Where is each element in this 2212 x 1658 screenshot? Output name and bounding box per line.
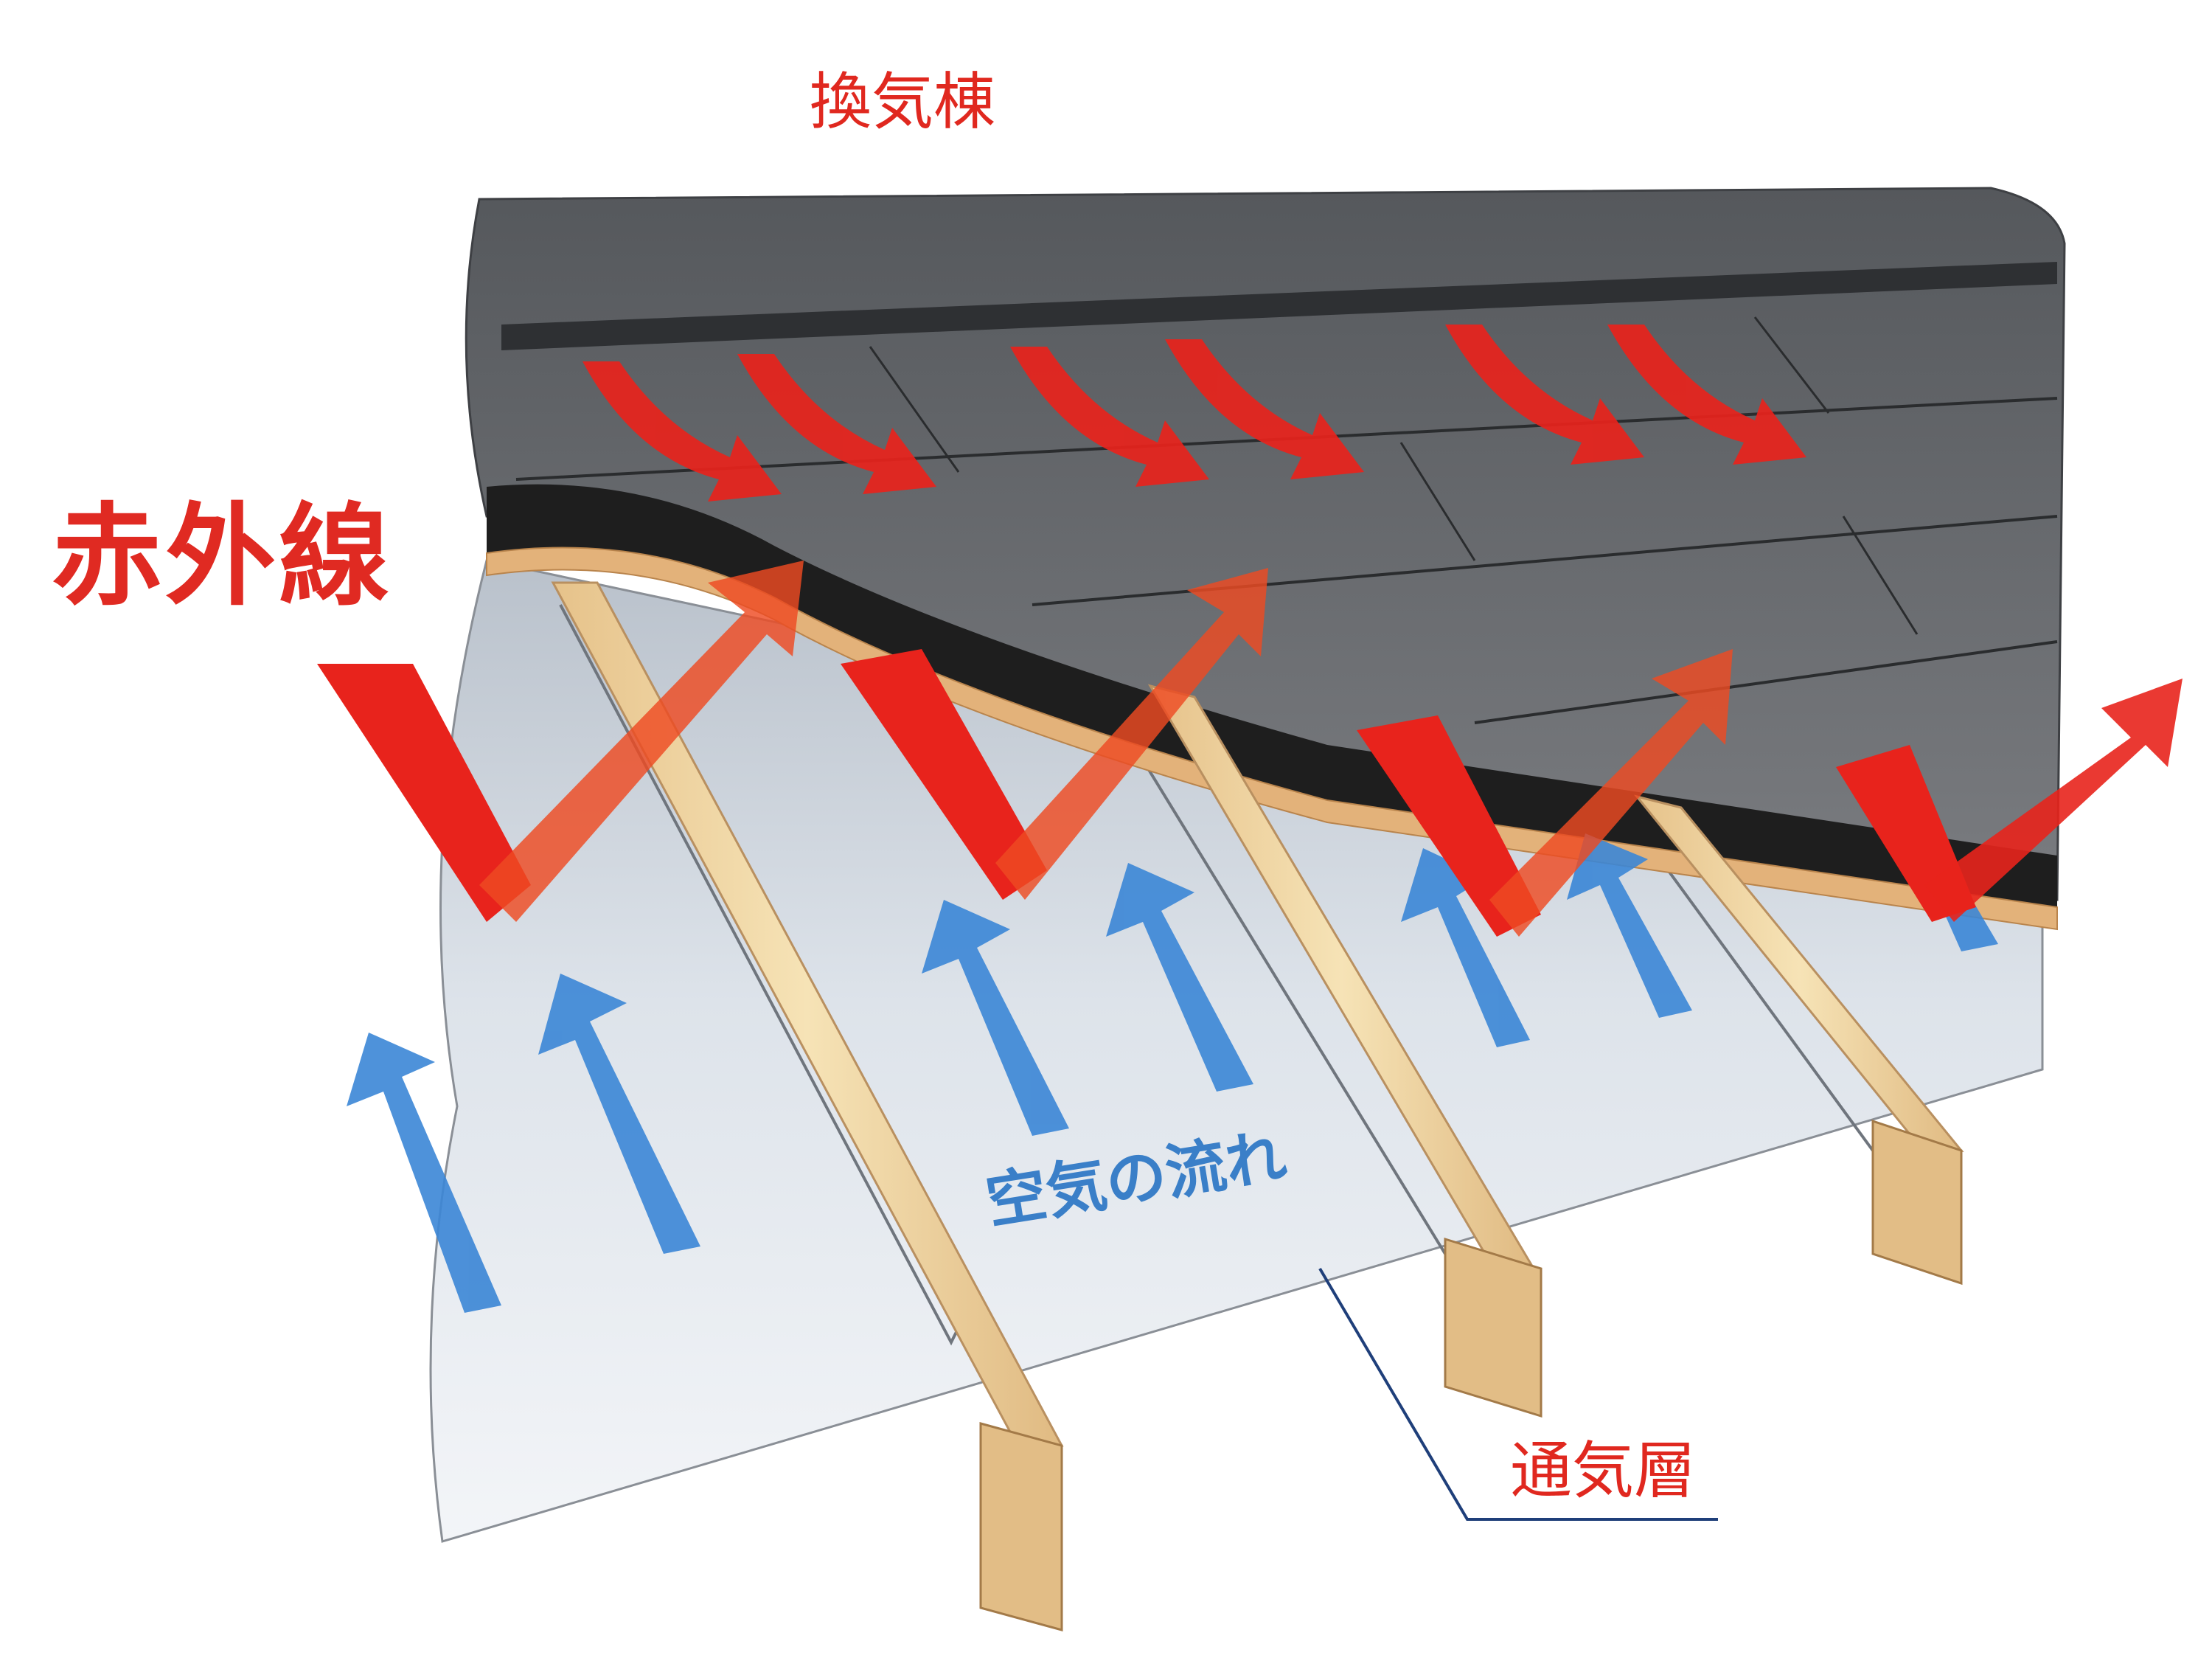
vent-ridge-label: 換気棟: [810, 66, 996, 138]
ridge-heat-arrow-icon: [737, 354, 936, 494]
ridge-heat-arrow-icon: [1607, 325, 1806, 465]
infrared-v-arrow-icon: [1357, 649, 1733, 937]
ridge-heat-arrows: [582, 325, 1806, 502]
ridge-heat-arrow-icon: [1010, 347, 1209, 487]
air-flow-arrow-icon: [538, 974, 700, 1254]
air-flow-arrows: [347, 833, 1998, 1313]
ridge-heat-arrow-icon: [1165, 339, 1364, 479]
air-flow-arrow-icon: [1567, 833, 1692, 1018]
rafter-1: [551, 581, 1064, 1631]
infrared-v-arrow-icon: [1836, 679, 2183, 922]
infrared-v-arrow-icon: [317, 561, 804, 922]
air-flow-arrow-icon: [347, 1033, 501, 1313]
air-flow-arrow-icon: [1401, 848, 1530, 1047]
ridge-heat-arrow-icon: [1445, 325, 1644, 465]
air-flow-arrow-icon: [1106, 863, 1253, 1092]
vent-layer-label: 通気層: [1510, 1435, 1697, 1507]
infrared-v-arrow-icon: [841, 568, 1268, 900]
air-flow-arrow-icon: [922, 900, 1069, 1136]
infrared-label: 赤外線: [52, 493, 393, 621]
vent-layer-leader-line: [1318, 1267, 1718, 1521]
ridge-heat-arrow-icon: [582, 361, 782, 502]
infrared-arrows: [317, 561, 2183, 937]
rafter-3: [1634, 794, 1964, 1286]
